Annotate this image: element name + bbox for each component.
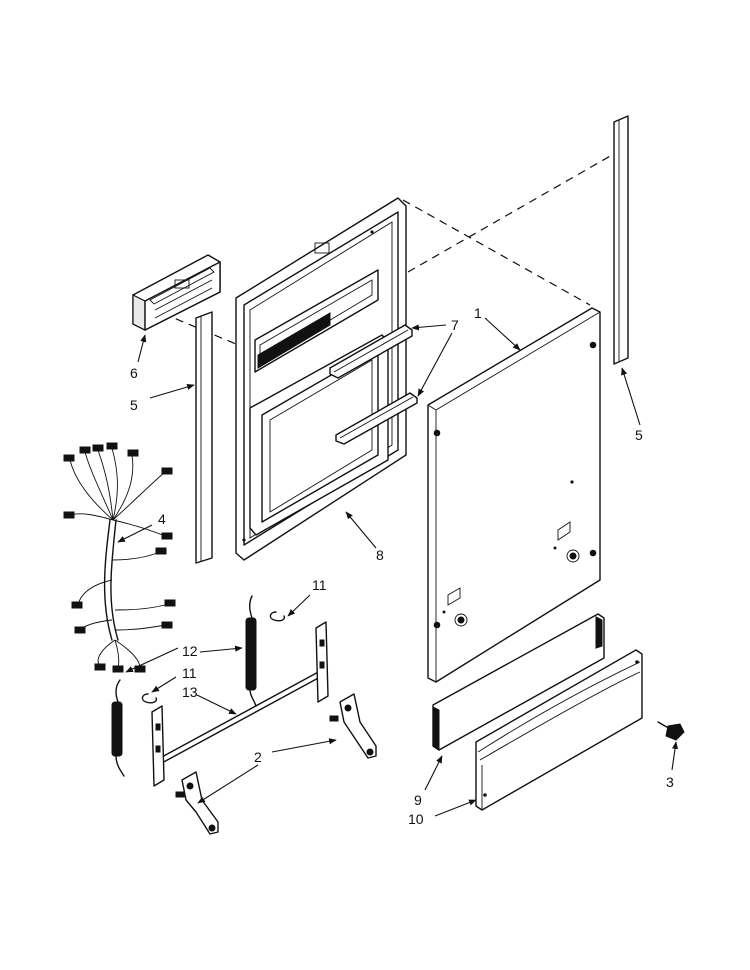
callout-8: 8 <box>376 547 384 563</box>
door-spring-left <box>111 679 125 777</box>
outer-door-panel <box>427 307 601 683</box>
door-handle-lower <box>335 392 418 445</box>
screw <box>657 721 685 741</box>
callout-11-lower: 11 <box>182 665 197 681</box>
kick-plate-bracket <box>432 613 605 751</box>
callout-5-left: 5 <box>130 397 138 413</box>
vent-module <box>132 254 221 331</box>
callout-4: 4 <box>158 511 166 527</box>
callout-5-right: 5 <box>635 427 643 443</box>
callout-6: 6 <box>130 365 138 381</box>
door-handle-upper <box>329 324 413 379</box>
spring-clip-lower <box>141 693 158 704</box>
callout-labels: 1 7 5 6 5 4 8 11 12 11 13 2 3 9 10 <box>130 305 674 827</box>
hinge-rod-assembly <box>151 621 329 787</box>
callout-9: 9 <box>414 792 422 808</box>
inner-door-panel <box>235 197 407 561</box>
callout-11-upper: 11 <box>312 577 327 593</box>
toe-panel <box>475 649 643 811</box>
wire-harness <box>63 442 176 673</box>
callout-2: 2 <box>254 749 262 765</box>
gasket-strip-right <box>613 115 629 365</box>
callout-1: 1 <box>474 305 482 321</box>
door-spring-right <box>245 595 257 707</box>
callout-10: 10 <box>408 811 424 827</box>
door-hinge-upper <box>329 693 377 759</box>
callout-12: 12 <box>182 643 198 659</box>
gasket-strip-left <box>195 311 213 564</box>
callout-13: 13 <box>182 684 198 700</box>
callout-7: 7 <box>451 317 459 333</box>
callout-3: 3 <box>666 774 674 790</box>
leader-lines <box>117 317 679 817</box>
spring-clip-upper <box>269 611 286 622</box>
door-hinge-lower <box>175 771 219 835</box>
